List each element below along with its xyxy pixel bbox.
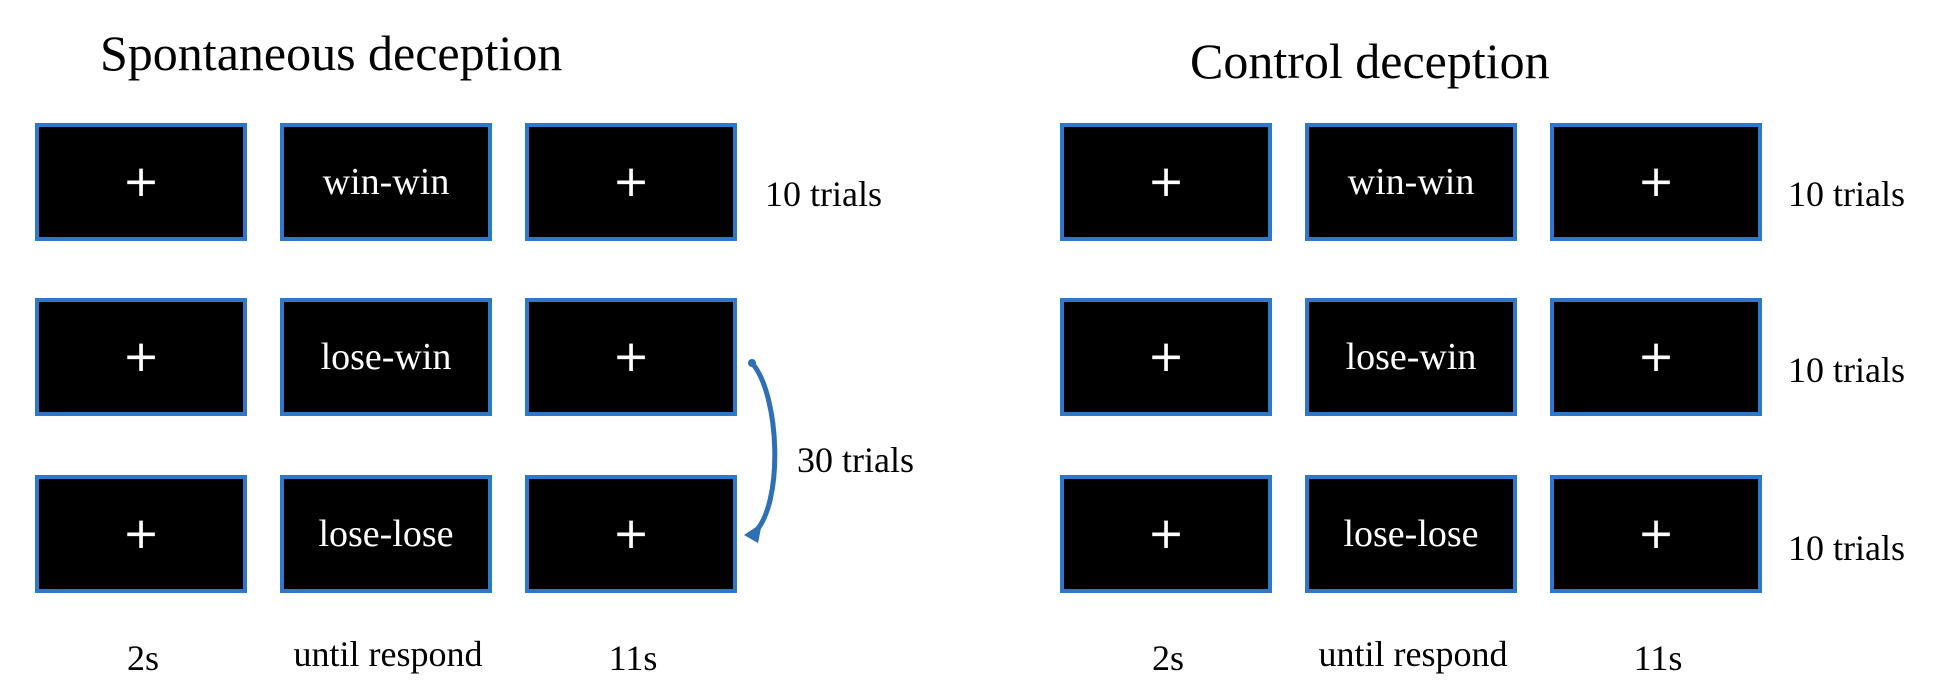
left-timing-fixation: 2s <box>126 638 159 678</box>
stimulus-label: lose-lose <box>318 513 454 555</box>
right-row3-fixation-screen: + <box>1060 475 1272 593</box>
left-row2-fixation-screen: + <box>35 298 247 416</box>
right-row3-stimulus-screen: lose-lose <box>1305 475 1517 593</box>
left-row1-post-screen: + <box>525 123 737 241</box>
right-row1-stimulus-screen: win-win <box>1305 123 1517 241</box>
left-timing-stimulus: until respond <box>293 634 483 674</box>
left-row2-stimulus-screen: lose-win <box>280 298 492 416</box>
left-row3-post-screen: + <box>525 475 737 593</box>
right-timing-stimulus: until respond <box>1318 634 1508 674</box>
right-panel-title: Control deception <box>1190 33 1550 89</box>
fixation-cross: + <box>1147 508 1185 559</box>
fixation-cross: + <box>612 508 650 559</box>
fixation-cross: + <box>1637 508 1675 559</box>
fixation-cross: + <box>122 331 160 382</box>
stimulus-label: lose-lose <box>1343 513 1479 555</box>
left-row3-stimulus-screen: lose-lose <box>280 475 492 593</box>
fixation-cross: + <box>1637 331 1675 382</box>
left-row3-fixation-screen: + <box>35 475 247 593</box>
fixation-cross: + <box>122 508 160 559</box>
right-row2-stimulus-screen: lose-win <box>1305 298 1517 416</box>
fixation-cross: + <box>612 331 650 382</box>
fixation-cross: + <box>122 156 160 207</box>
fixation-cross: + <box>1147 156 1185 207</box>
right-row3-post-screen: + <box>1550 475 1762 593</box>
right-row2-fixation-screen: + <box>1060 298 1272 416</box>
right-row1-fixation-screen: + <box>1060 123 1272 241</box>
left-merged-trials-label: 30 trials <box>797 440 914 480</box>
left-panel-title: Spontaneous deception <box>100 25 563 81</box>
curved-arrow-icon <box>744 359 778 543</box>
right-row1-trials-label: 10 trials <box>1788 174 1905 214</box>
right-row1-post-screen: + <box>1550 123 1762 241</box>
right-row3-trials-label: 10 trials <box>1788 528 1905 568</box>
left-row1-fixation-screen: + <box>35 123 247 241</box>
stimulus-label: lose-win <box>1345 336 1477 378</box>
stimulus-label: win-win <box>322 161 450 203</box>
fixation-cross: + <box>1637 156 1675 207</box>
right-row2-trials-label: 10 trials <box>1788 350 1905 390</box>
right-timing-fixation: 2s <box>1151 638 1184 678</box>
right-timing-post: 11s <box>1633 638 1683 678</box>
fixation-cross: + <box>1147 331 1185 382</box>
left-row1-stimulus-screen: win-win <box>280 123 492 241</box>
left-row2-post-screen: + <box>525 298 737 416</box>
left-row1-trials-label: 10 trials <box>765 174 882 214</box>
right-row2-post-screen: + <box>1550 298 1762 416</box>
stimulus-label: win-win <box>1347 161 1475 203</box>
left-timing-post: 11s <box>608 638 658 678</box>
fixation-cross: + <box>612 156 650 207</box>
stimulus-label: lose-win <box>320 336 452 378</box>
